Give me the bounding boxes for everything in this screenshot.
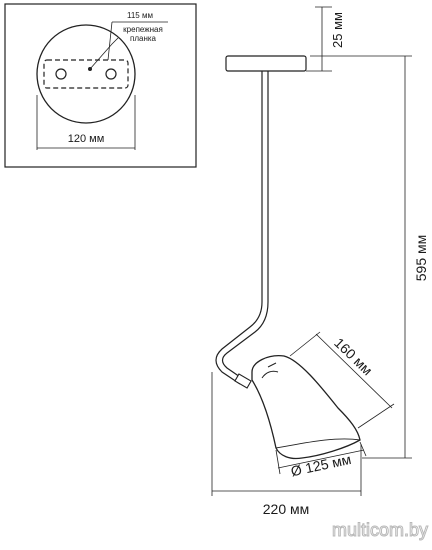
dim-595-label: 595 мм xyxy=(413,235,429,282)
shade-rim-line xyxy=(275,438,361,449)
dim-reach: 220 мм xyxy=(211,372,362,517)
mounting-bar-label-line1: крепежная xyxy=(123,25,163,34)
dim-220-label: 220 мм xyxy=(263,501,310,517)
dim-canopy-height: 25 мм xyxy=(306,6,345,72)
dim-115-leader xyxy=(107,21,113,61)
dim-total-height: 595 мм xyxy=(310,55,429,459)
dim-160-ext-bottom xyxy=(357,403,395,429)
dim-125-line xyxy=(277,449,365,469)
stem-tube-right xyxy=(221,71,269,380)
screw-hole-right xyxy=(105,68,117,80)
mounting-bar xyxy=(43,59,129,89)
dim-120-label: 120 мм xyxy=(68,133,105,145)
ceiling-canopy xyxy=(225,55,307,72)
dim-160-ext-top xyxy=(289,331,321,357)
stem-tube-left xyxy=(215,71,263,385)
pivot-joint xyxy=(234,373,252,389)
label-leader-line xyxy=(89,37,119,70)
lamp-side-view xyxy=(215,55,361,460)
screw-hole-left xyxy=(55,68,67,80)
dim-115-label: 115 мм xyxy=(127,11,153,20)
watermark-text: multicom.by xyxy=(332,520,428,540)
dim-160-line xyxy=(315,333,393,409)
dim-125-ext-left xyxy=(275,449,281,475)
canopy-disc xyxy=(36,24,136,124)
shade-cap-detail xyxy=(261,362,279,379)
mounting-bar-label-line2: планка xyxy=(130,34,157,43)
dim-25-label: 25 мм xyxy=(330,12,345,48)
mounting-plate-inset: 115 мм крепежная планка 120 мм xyxy=(4,3,197,168)
dim-160-label: 160 мм xyxy=(331,334,376,378)
